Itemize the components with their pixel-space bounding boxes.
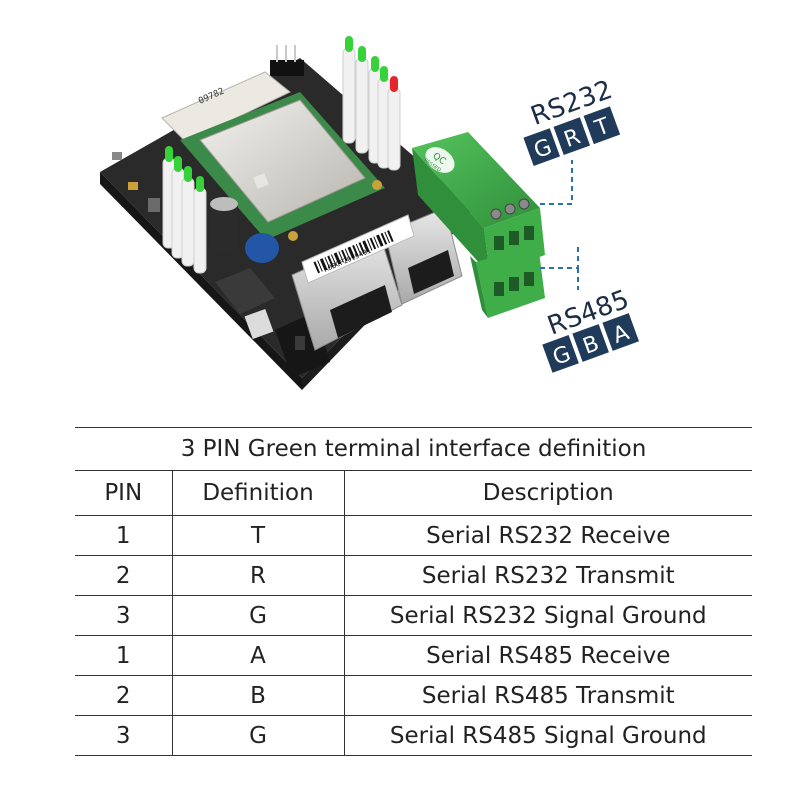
signal-leds — [162, 146, 207, 274]
header-description: Description — [344, 470, 753, 516]
rs232-callout: RS232 G R T — [523, 75, 621, 166]
rs485-leader — [540, 245, 579, 290]
cell-description: Serial RS485 Transmit — [344, 675, 753, 716]
rs232-leader — [540, 160, 573, 205]
terminal-block-rs232: QC PASSED — [412, 132, 545, 275]
cell-description: Serial RS232 Signal Ground — [344, 595, 753, 636]
table-row: 1 A Serial RS485 Receive — [75, 635, 753, 676]
cell-definition: A — [171, 635, 345, 676]
table-row: 3 G Serial RS232 Signal Ground — [75, 595, 753, 636]
pin-definition-table-container: 3 PIN Green terminal interface definitio… — [75, 427, 753, 756]
cell-pin: 1 — [75, 635, 172, 676]
power-inductor — [215, 268, 275, 340]
cell-definition: B — [171, 675, 345, 716]
table-title-row: 3 PIN Green terminal interface definitio… — [75, 427, 753, 471]
blue-capacitor — [245, 233, 279, 263]
header-pin: PIN — [75, 470, 172, 516]
table-row: 3 G Serial RS485 Signal Ground — [75, 715, 753, 756]
table-header-row: PIN Definition Description — [75, 470, 753, 516]
cell-description: Serial RS232 Transmit — [344, 555, 753, 596]
cell-pin: 3 — [75, 595, 172, 636]
cell-definition: R — [171, 555, 345, 596]
pin-header — [270, 45, 304, 76]
cell-pin: 2 — [75, 675, 172, 716]
table-row: 1 T Serial RS232 Receive — [75, 515, 753, 556]
cell-definition: T — [171, 515, 345, 556]
table-row: 2 B Serial RS485 Transmit — [75, 675, 753, 716]
cell-definition: G — [171, 715, 345, 756]
cell-description: Serial RS485 Receive — [344, 635, 753, 676]
cell-description: Serial RS232 Receive — [344, 515, 753, 556]
cell-definition: G — [171, 595, 345, 636]
lte-module — [180, 92, 385, 241]
table-title: 3 PIN Green terminal interface definitio… — [75, 427, 753, 471]
cell-pin: 3 — [75, 715, 172, 756]
cell-description: Serial RS485 Signal Ground — [344, 715, 753, 756]
header-definition: Definition — [171, 470, 345, 516]
pin-definition-table: 3 PIN Green terminal interface definitio… — [75, 427, 753, 756]
cell-pin: 1 — [75, 515, 172, 556]
rs485-callout: RS485 G B A — [542, 285, 639, 373]
cell-pin: 2 — [75, 555, 172, 596]
capacitor — [210, 197, 238, 250]
terminal-block-rs485 — [470, 244, 545, 318]
status-leds — [342, 36, 401, 171]
table-row: 2 R Serial RS232 Transmit — [75, 555, 753, 596]
product-illustration: 09782 — [100, 36, 639, 390]
